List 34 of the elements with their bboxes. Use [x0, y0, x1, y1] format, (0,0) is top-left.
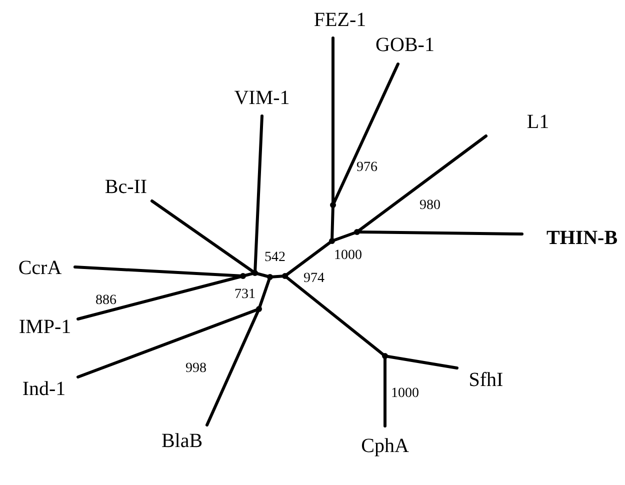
taxon-label: BlaB: [161, 431, 203, 451]
bootstrap-value: 1000: [391, 387, 419, 401]
branch-point: [382, 353, 388, 359]
taxon-label: CcrA: [18, 258, 62, 278]
taxon-label: GOB-1: [376, 35, 434, 55]
branch-line: [356, 134, 488, 234]
branch-point: [252, 270, 258, 276]
branch-point: [267, 274, 273, 280]
taxon-label: IMP-1: [18, 317, 72, 337]
branch-point: [282, 273, 288, 279]
branch-point: [354, 229, 360, 235]
branch-point: [240, 273, 246, 279]
branch-line: [284, 240, 334, 278]
taxon-label: L1: [526, 112, 550, 132]
taxon-label: FEZ-1: [314, 10, 366, 30]
bootstrap-value: 974: [304, 272, 324, 286]
branch-point: [256, 306, 262, 312]
taxon-label: Ind-1: [22, 379, 66, 399]
taxon-label: Bc-II: [104, 177, 148, 197]
taxon-label: SfhI: [468, 370, 504, 390]
branch-point: [329, 238, 335, 244]
branch-point: [330, 202, 336, 208]
bootstrap-value: 1000: [334, 249, 362, 263]
taxon-label: THIN-B: [546, 228, 618, 248]
taxon-label: CphA: [361, 436, 409, 456]
bootstrap-value: 998: [186, 362, 206, 376]
bootstrap-value: 980: [420, 199, 440, 213]
bootstrap-value: 886: [96, 294, 116, 308]
bootstrap-value: 542: [264, 251, 286, 265]
branch-line: [284, 274, 386, 358]
branch-line: [150, 200, 256, 274]
bootstrap-value: 976: [356, 161, 378, 175]
bootstrap-value: 731: [234, 288, 256, 302]
taxon-label: VIM-1: [234, 88, 290, 108]
